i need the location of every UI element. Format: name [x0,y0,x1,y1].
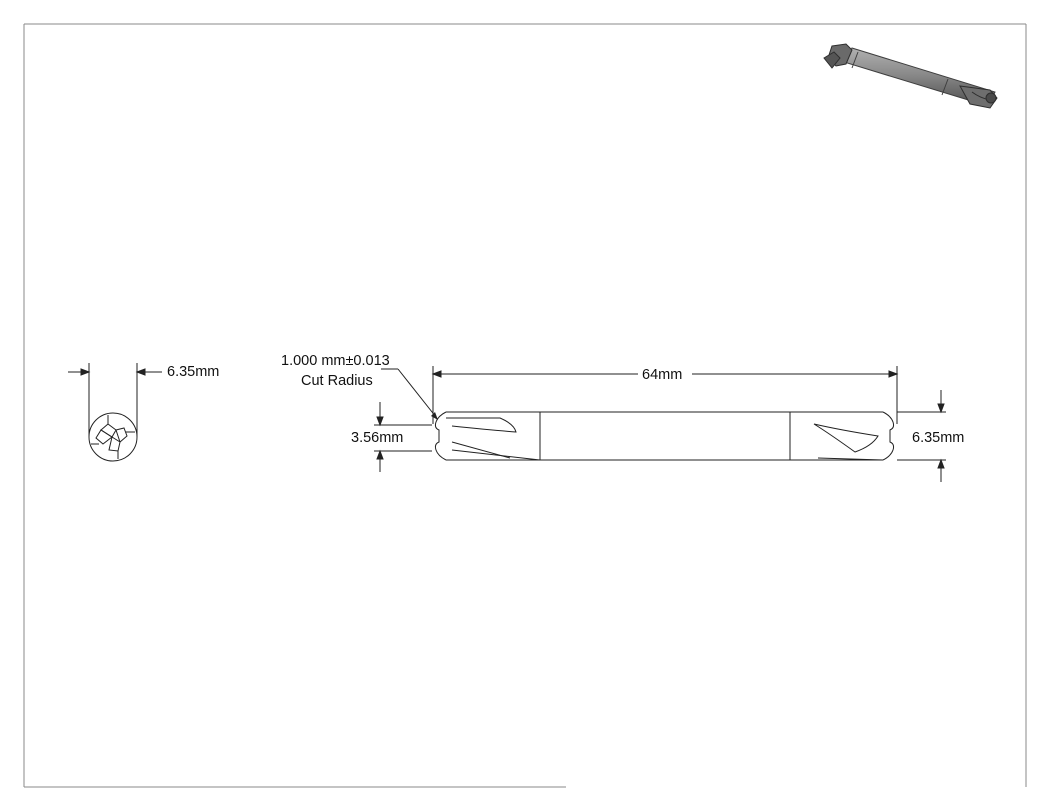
tip-diameter-label: 3.56mm [351,430,403,446]
length-label: 64mm [642,367,682,383]
end-view [88,412,138,462]
side-view [434,411,895,461]
end-view-diameter-label: 6.35mm [167,364,219,380]
cut-radius-leader [381,368,438,420]
shank-diameter-dimension [897,390,946,482]
length-dimension [431,366,899,424]
shank-diameter-label: 6.35mm [912,430,964,446]
isometric-render [823,43,998,109]
tip-diameter-dimension [374,402,432,472]
cut-radius-value-label: 1.000 mm±0.013 [281,353,390,369]
sheet-border [23,23,1027,788]
end-view-diameter-dimension [68,363,162,437]
cut-radius-caption-label: Cut Radius [301,373,373,389]
